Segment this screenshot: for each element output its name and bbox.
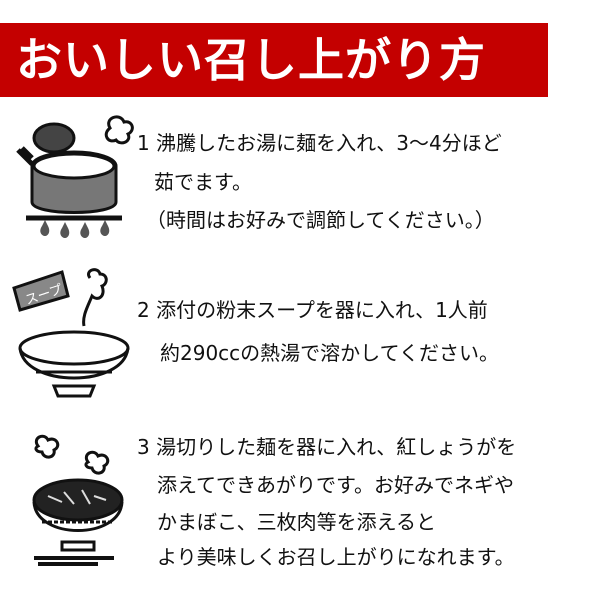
- pot-on-stove-icon: [16, 115, 134, 238]
- step-3-line-1: 3 湯切りした麺を器に入れ、紅しょうがを: [137, 435, 517, 459]
- step-1-line-3: （時間はお好みで調節してください。）: [146, 208, 495, 232]
- noodle-bowl-chopsticks-icon: [32, 434, 124, 566]
- soup-packet-bowl-icon: スープ: [12, 268, 130, 398]
- title-banner: おいしい召し上がり方: [0, 23, 548, 97]
- step-2-line-1: 2 添付の粉末スープを器に入れ、1人前: [137, 298, 488, 322]
- step-3-line-4: より美味しくお召し上がりになれます。: [157, 545, 515, 569]
- page-title: おいしい召し上がり方: [16, 33, 486, 87]
- step-2-line-2: 約290ccの熱湯で溶かしてください。: [160, 341, 499, 365]
- step-3-line-3: かまぼこ、三枚肉等を添えると: [157, 510, 436, 534]
- step-1-line-1: 1 沸騰したお湯に麺を入れ、3〜4分ほど: [137, 131, 502, 155]
- step-1-line-2: 茹でます。: [154, 170, 252, 194]
- step-3-line-2: 添えてできあがりです。お好みでネギや: [157, 473, 514, 497]
